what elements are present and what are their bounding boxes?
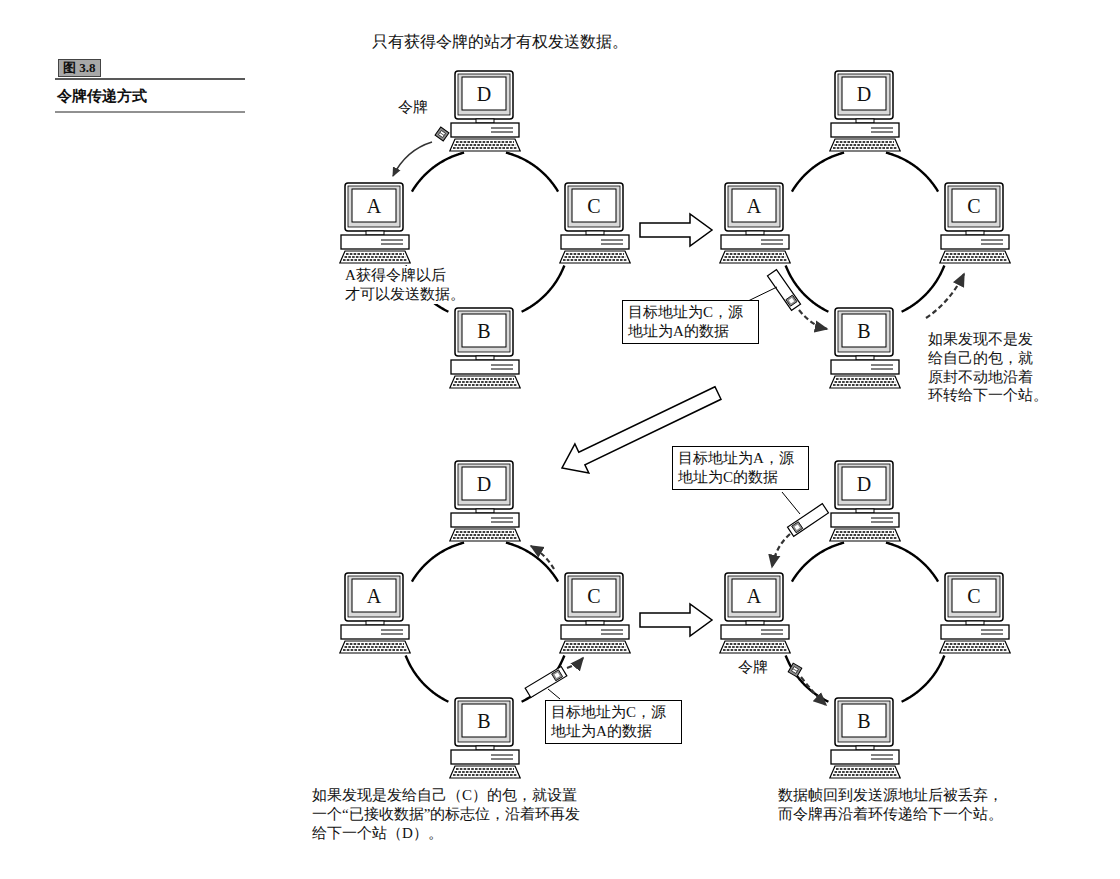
motion-arrow	[393, 142, 432, 176]
computer-station: D	[449, 70, 521, 152]
leader-line	[782, 492, 800, 514]
computer-icon	[339, 182, 411, 264]
computer-station: C	[559, 182, 631, 264]
ring-segment	[902, 655, 945, 701]
motion-arrow	[801, 677, 826, 705]
ring-segment	[406, 655, 449, 701]
ring-segment	[522, 265, 565, 311]
computer-station: A	[719, 572, 791, 654]
motion-arrow	[799, 310, 827, 329]
motion-arrow	[926, 274, 964, 318]
callout-box: 目标地址为C，源 地址为A的数据	[622, 300, 759, 344]
data-frame	[788, 504, 829, 537]
ring-segment	[786, 265, 829, 311]
computer-station: D	[829, 460, 901, 542]
ring-segment	[792, 153, 844, 192]
computer-station: A	[339, 182, 411, 264]
motion-arrow	[567, 658, 583, 668]
callout-text: 目标地址为A，源 地址为C的数据	[678, 449, 803, 487]
computer-icon	[829, 70, 901, 152]
data-frame	[525, 666, 567, 697]
rule-line	[55, 78, 245, 80]
station-letter: C	[952, 189, 996, 222]
computer-icon	[339, 572, 411, 654]
station-letter: D	[842, 77, 886, 110]
motion-arrow	[772, 534, 790, 567]
ring-segment	[412, 543, 464, 582]
ring-segment	[886, 153, 938, 192]
leader-line	[548, 689, 560, 699]
computer-icon	[449, 307, 521, 389]
callout-text: 目标地址为C，源 地址为A的数据	[551, 703, 676, 741]
computer-station: C	[939, 182, 1011, 264]
note-text: 数据帧回到发送源地址后被丢弃， 而令牌再沿着环传递给下一个站。	[778, 786, 1018, 824]
station-letter: A	[732, 579, 776, 612]
computer-station: D	[829, 70, 901, 152]
computer-icon	[449, 460, 521, 542]
token-icon	[435, 127, 449, 141]
station-letter: C	[952, 579, 996, 612]
station-letter: A	[352, 189, 396, 222]
computer-icon	[719, 182, 791, 264]
ring-segment	[786, 655, 829, 701]
callout-box: 目标地址为A，源 地址为C的数据	[672, 446, 809, 490]
computer-icon	[829, 697, 901, 779]
computer-icon	[829, 460, 901, 542]
computer-icon	[939, 182, 1011, 264]
station-letter: D	[842, 467, 886, 500]
station-letter: C	[572, 579, 616, 612]
ring-segment	[506, 153, 558, 192]
step-arrow	[640, 604, 712, 636]
computer-station: C	[939, 572, 1011, 654]
computer-icon	[559, 572, 631, 654]
station-letter: C	[572, 189, 616, 222]
computer-station: B	[449, 697, 521, 779]
ring-segment	[902, 265, 945, 311]
step-arrow	[640, 214, 712, 246]
ring-segment	[792, 543, 844, 582]
motion-arrow	[531, 546, 554, 569]
rule-line	[55, 112, 245, 113]
computer-icon	[449, 697, 521, 779]
computer-icon	[939, 572, 1011, 654]
ring-segment	[412, 153, 464, 192]
note-text: 令牌	[738, 658, 768, 677]
note-text: A获得令牌以后 才可以发送数据。	[345, 266, 473, 304]
computer-station: D	[449, 460, 521, 542]
station-letter: B	[462, 314, 506, 347]
computer-icon	[719, 572, 791, 654]
note-text: 如果发现是发给自己（C）的包，就设置 一个“已接收数据”的标志位，沿着环再发 给…	[312, 786, 592, 842]
station-letter: B	[842, 704, 886, 737]
ring-segment	[506, 543, 558, 582]
note-text: 令牌	[398, 98, 428, 117]
callout-text: 目标地址为C，源 地址为A的数据	[628, 303, 753, 341]
computer-station: B	[829, 307, 901, 389]
station-letter: D	[462, 467, 506, 500]
station-letter: B	[842, 314, 886, 347]
computer-station: C	[559, 572, 631, 654]
note-text: 如果发现不是发 给自己的包，就 原封不动地沿着 环转给下一个站。	[928, 330, 1053, 405]
station-letter: A	[732, 189, 776, 222]
station-letter: D	[462, 77, 506, 110]
computer-icon	[559, 182, 631, 264]
station-letter: A	[352, 579, 396, 612]
data-frame	[767, 270, 800, 311]
station-letter: B	[462, 704, 506, 737]
ring-segment	[886, 543, 938, 582]
computer-station: B	[449, 307, 521, 389]
note-text: 只有获得令牌的站才有权发送数据。	[372, 32, 628, 52]
computer-station: A	[339, 572, 411, 654]
computer-icon	[449, 70, 521, 152]
callout-box: 目标地址为C，源 地址为A的数据	[545, 700, 682, 744]
computer-icon	[829, 307, 901, 389]
computer-station: A	[719, 182, 791, 264]
computer-station: B	[829, 697, 901, 779]
figure-caption: 令牌传递方式	[57, 87, 147, 106]
figure-number: 图 3.8	[58, 59, 101, 77]
token-icon	[788, 663, 802, 677]
